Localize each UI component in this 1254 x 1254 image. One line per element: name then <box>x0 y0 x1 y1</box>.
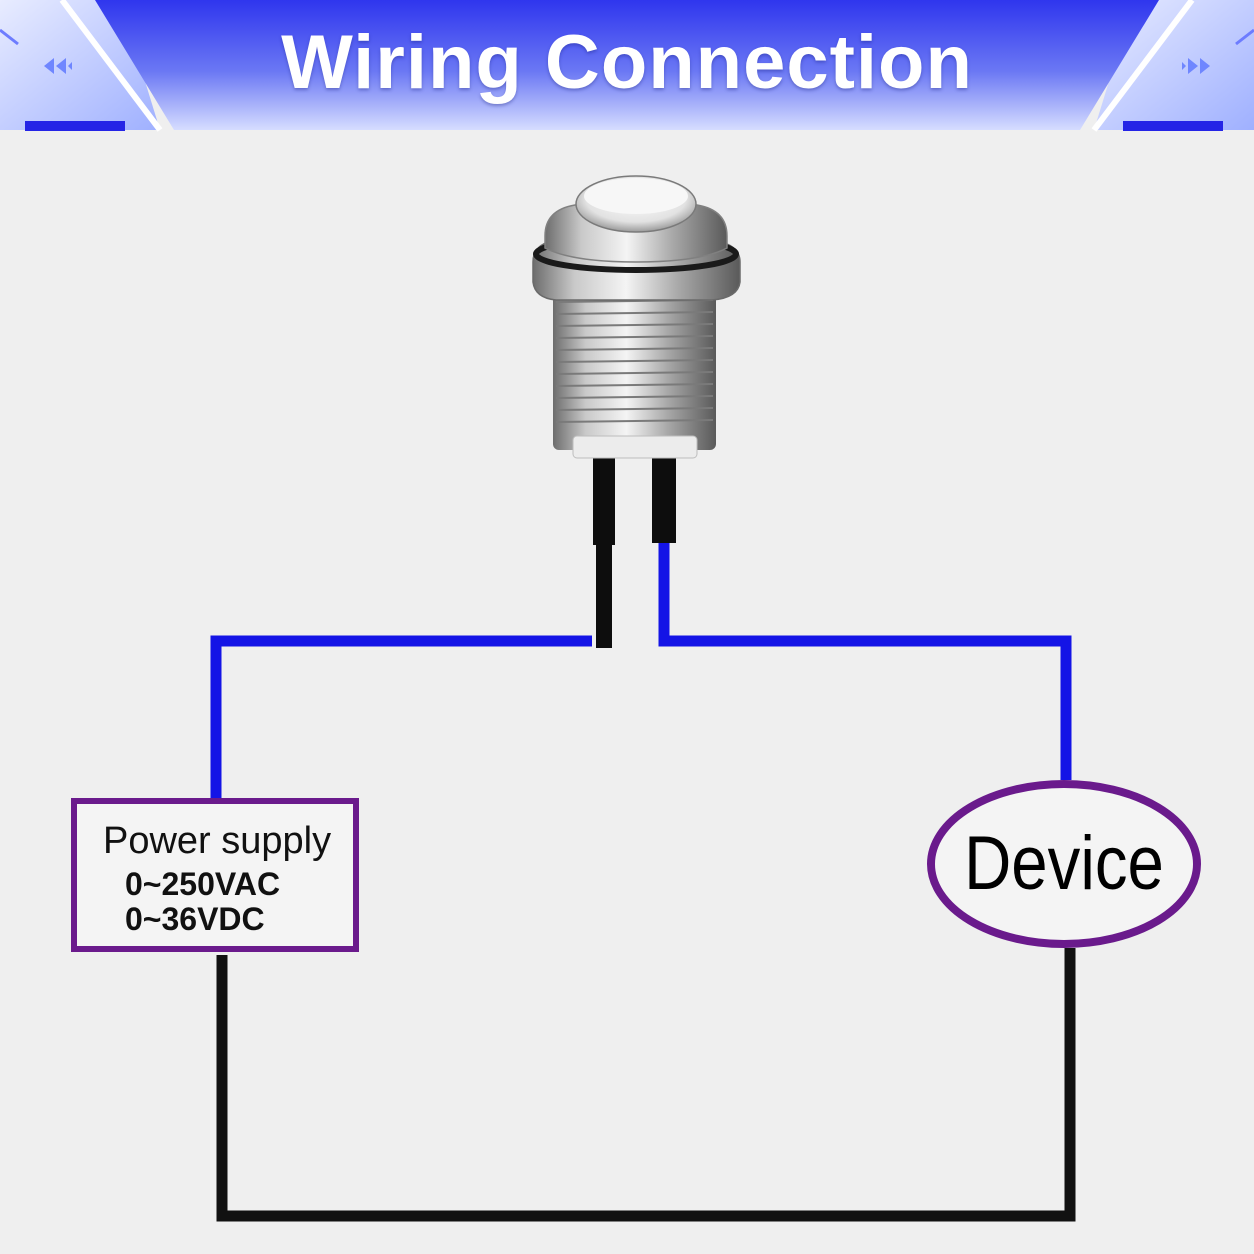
blue-wire-right <box>658 540 1072 780</box>
banner-accent-bar-right <box>1123 121 1223 131</box>
power-supply-dc-spec: 0~36VDC <box>125 901 265 937</box>
double-left-chevron-icon <box>44 58 72 74</box>
double-right-chevron-icon <box>1182 58 1210 74</box>
power-supply-ac-spec: 0~250VAC <box>125 866 281 902</box>
device-label: Device <box>964 821 1164 906</box>
power-supply-title: Power supply <box>103 820 332 862</box>
metal-push-button-switch-icon <box>532 175 741 459</box>
wires <box>210 540 1076 1222</box>
black-wire-bottom <box>216 948 1076 1222</box>
banner-diagonal-right <box>1091 0 1195 132</box>
blue-wire-left <box>210 635 592 800</box>
device-ellipse <box>927 780 1201 948</box>
banner-thin-line-left <box>0 28 19 46</box>
switch-cap-top <box>584 178 688 214</box>
banner-main <box>95 0 1159 130</box>
banner-diagonal-left <box>59 0 163 132</box>
header-banner <box>0 0 1254 132</box>
power-supply-box: Power supply 0~250VAC 0~36VDC <box>71 798 359 952</box>
lead-left-sleeve <box>593 455 615 545</box>
switch-leads <box>593 455 676 648</box>
lead-right-sleeve <box>652 455 676 543</box>
banner-thin-line-right <box>1235 28 1254 46</box>
banner-accent-bar-left <box>25 121 125 131</box>
switch-base-collar <box>572 435 698 459</box>
switch-threads <box>555 299 714 423</box>
page-title: Wiring Connection <box>281 20 973 105</box>
lead-left-wire <box>596 540 612 648</box>
